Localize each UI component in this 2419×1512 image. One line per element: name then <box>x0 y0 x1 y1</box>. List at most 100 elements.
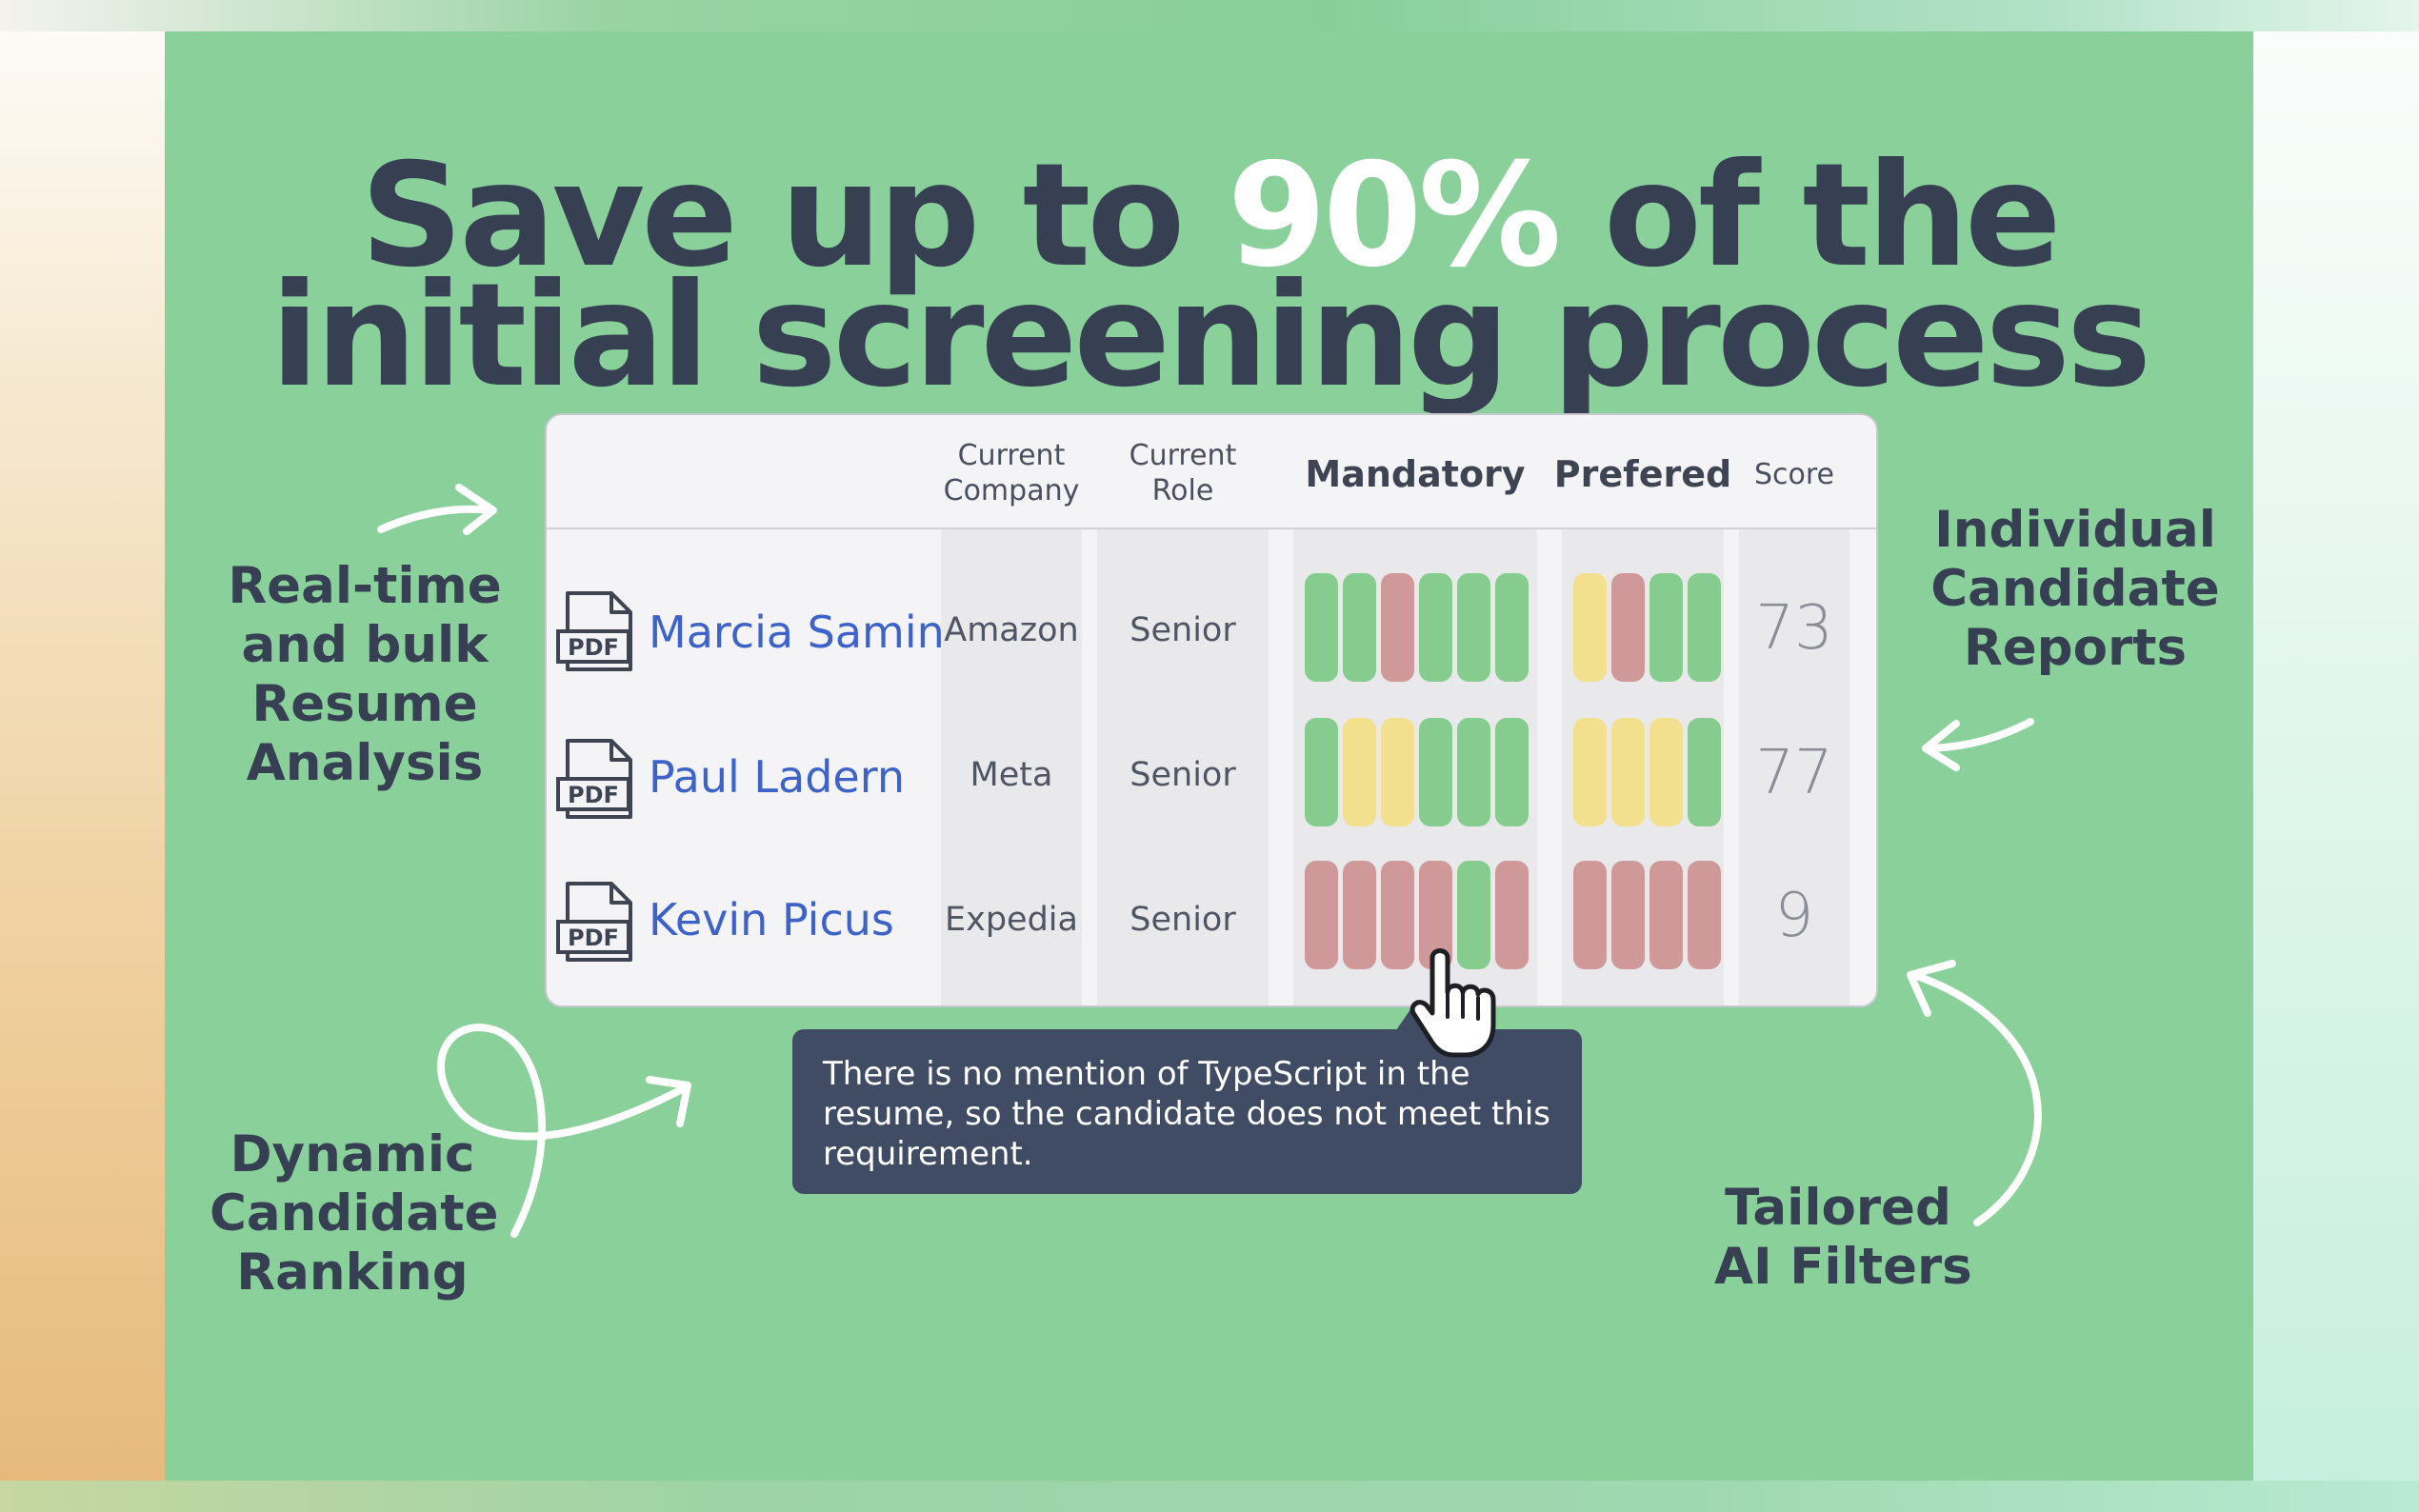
arrow-realtime-icon <box>377 505 494 533</box>
headline-suffix: of the <box>1557 133 2062 299</box>
header-divider <box>547 527 1876 529</box>
requirement-bar-green[interactable] <box>1457 573 1490 682</box>
requirement-bar-green[interactable] <box>1457 718 1490 826</box>
requirement-bar-red[interactable] <box>1611 573 1645 682</box>
candidate-role: Senior <box>1130 901 1236 939</box>
feature-realtime-analysis: Real-time and bulk Resume Analysis <box>227 557 503 793</box>
role-column-bg <box>1097 529 1269 1005</box>
feature-label-line: Candidate <box>1930 560 2220 618</box>
requirement-bar-red[interactable] <box>1688 861 1721 969</box>
header-text: Current <box>1129 439 1237 472</box>
candidate-company: Meta <box>970 756 1053 794</box>
requirement-bar-green[interactable] <box>1305 573 1338 682</box>
top-background-strip <box>0 0 2419 31</box>
requirement-bar-yellow[interactable] <box>1381 718 1414 826</box>
requirement-bar-green[interactable] <box>1343 573 1376 682</box>
arrowhead-realtime-icon <box>455 484 497 535</box>
requirement-bar-green[interactable] <box>1419 718 1452 826</box>
candidate-name-link[interactable]: Kevin Picus <box>649 894 894 945</box>
requirement-tooltip: There is no mention of TypeScript in the… <box>792 1029 1582 1194</box>
requirement-bar-yellow[interactable] <box>1611 718 1645 826</box>
pdf-file-icon[interactable]: PDF <box>556 737 642 823</box>
arrow-filters-icon <box>1910 971 2042 1226</box>
feature-label-line: Resume <box>251 675 478 733</box>
pdf-file-icon[interactable]: PDF <box>556 880 642 965</box>
requirement-bar-green[interactable] <box>1495 718 1529 826</box>
feature-label-line: Real-time <box>228 557 502 615</box>
requirement-bar-red[interactable] <box>1495 861 1529 969</box>
requirement-bar-green[interactable] <box>1649 573 1683 682</box>
candidate-score: 77 <box>1755 738 1833 808</box>
candidate-name-link[interactable]: Paul Ladern <box>649 751 905 803</box>
header-preferred[interactable]: Prefered <box>1553 453 1732 495</box>
left-background-gradient <box>0 31 165 1481</box>
feature-label-line: Analysis <box>246 734 484 792</box>
preferred-bars[interactable] <box>1573 573 1721 682</box>
bottom-background-strip <box>0 1481 2419 1512</box>
mandatory-bars[interactable] <box>1305 573 1529 682</box>
mandatory-bars[interactable] <box>1305 718 1529 826</box>
header-text: Role <box>1151 474 1214 507</box>
feature-label-line: Tailored <box>1725 1179 1951 1237</box>
requirement-bar-green[interactable] <box>1457 861 1490 969</box>
arrow-ranking-icon <box>436 1024 690 1238</box>
requirement-bar-green[interactable] <box>1419 573 1452 682</box>
header-current-company[interactable]: Current Company <box>926 438 1097 508</box>
requirement-bar-yellow[interactable] <box>1573 718 1607 826</box>
candidate-score: 73 <box>1755 593 1833 664</box>
header-score[interactable]: Score <box>1753 458 1835 491</box>
candidate-name-link[interactable]: Marcia Samin <box>649 607 945 658</box>
feature-label-line: Individual <box>1934 501 2216 559</box>
header-current-role[interactable]: Current Role <box>1097 438 1269 508</box>
preferred-bars[interactable] <box>1573 861 1721 969</box>
tooltip-text: There is no mention of TypeScript in the… <box>823 1055 1551 1173</box>
feature-label-line: AI Filters <box>1714 1238 1972 1296</box>
candidate-score: 9 <box>1774 881 1814 951</box>
requirement-bar-red[interactable] <box>1611 861 1645 969</box>
arrowhead-ranking-icon <box>646 1076 691 1127</box>
header-text: Current <box>957 439 1066 472</box>
headline-highlight: 90% <box>1227 133 1562 299</box>
requirement-bar-red[interactable] <box>1381 861 1414 969</box>
requirement-bar-yellow[interactable] <box>1649 718 1683 826</box>
mandatory-bars[interactable] <box>1305 861 1529 969</box>
feature-label-line: and bulk <box>241 616 489 674</box>
requirement-bar-red[interactable] <box>1343 861 1376 969</box>
requirement-bar-green[interactable] <box>1495 573 1529 682</box>
score-column-bg <box>1739 529 1849 1005</box>
candidate-table: Current Company Current Role Mandatory P… <box>545 413 1878 1007</box>
candidate-role: Senior <box>1130 611 1236 649</box>
requirement-bar-green[interactable] <box>1688 718 1721 826</box>
feature-label-line: Ranking <box>236 1243 469 1302</box>
requirement-bar-green[interactable] <box>1688 573 1721 682</box>
pdf-label: PDF <box>568 925 619 951</box>
requirement-bar-yellow[interactable] <box>1573 573 1607 682</box>
requirement-bar-green[interactable] <box>1305 718 1338 826</box>
headline-prefix: Save up to <box>360 133 1228 299</box>
feature-candidate-ranking: Dynamic Candidate Ranking <box>210 1125 499 1303</box>
candidate-company: Amazon <box>944 611 1079 649</box>
pdf-label: PDF <box>568 634 619 661</box>
feature-label-line: Reports <box>1963 619 2188 677</box>
arrowhead-filters-icon <box>1907 960 1956 1017</box>
header-mandatory[interactable]: Mandatory <box>1305 453 1526 495</box>
pdf-label: PDF <box>568 782 619 808</box>
company-column-bg <box>941 529 1082 1005</box>
preferred-bars[interactable] <box>1573 718 1721 826</box>
candidate-role: Senior <box>1130 756 1236 794</box>
candidate-company: Expedia <box>945 901 1078 939</box>
requirement-bar-yellow[interactable] <box>1343 718 1376 826</box>
pdf-file-icon[interactable]: PDF <box>556 589 642 675</box>
header-text: Company <box>943 474 1080 507</box>
requirement-bar-red[interactable] <box>1649 861 1683 969</box>
headline-line-2: initial screening process <box>270 253 2151 419</box>
requirement-bar-red[interactable] <box>1305 861 1338 969</box>
hand-cursor-icon <box>1409 948 1496 1058</box>
requirement-bar-red[interactable] <box>1381 573 1414 682</box>
requirement-bar-red[interactable] <box>1573 861 1607 969</box>
arrowhead-reports-icon <box>1922 720 1960 771</box>
feature-label-line: Candidate <box>210 1184 499 1243</box>
feature-ai-filters: Tailored AI Filters <box>1714 1179 1972 1297</box>
headline-line-1: Save up to 90% of the <box>165 145 2253 288</box>
